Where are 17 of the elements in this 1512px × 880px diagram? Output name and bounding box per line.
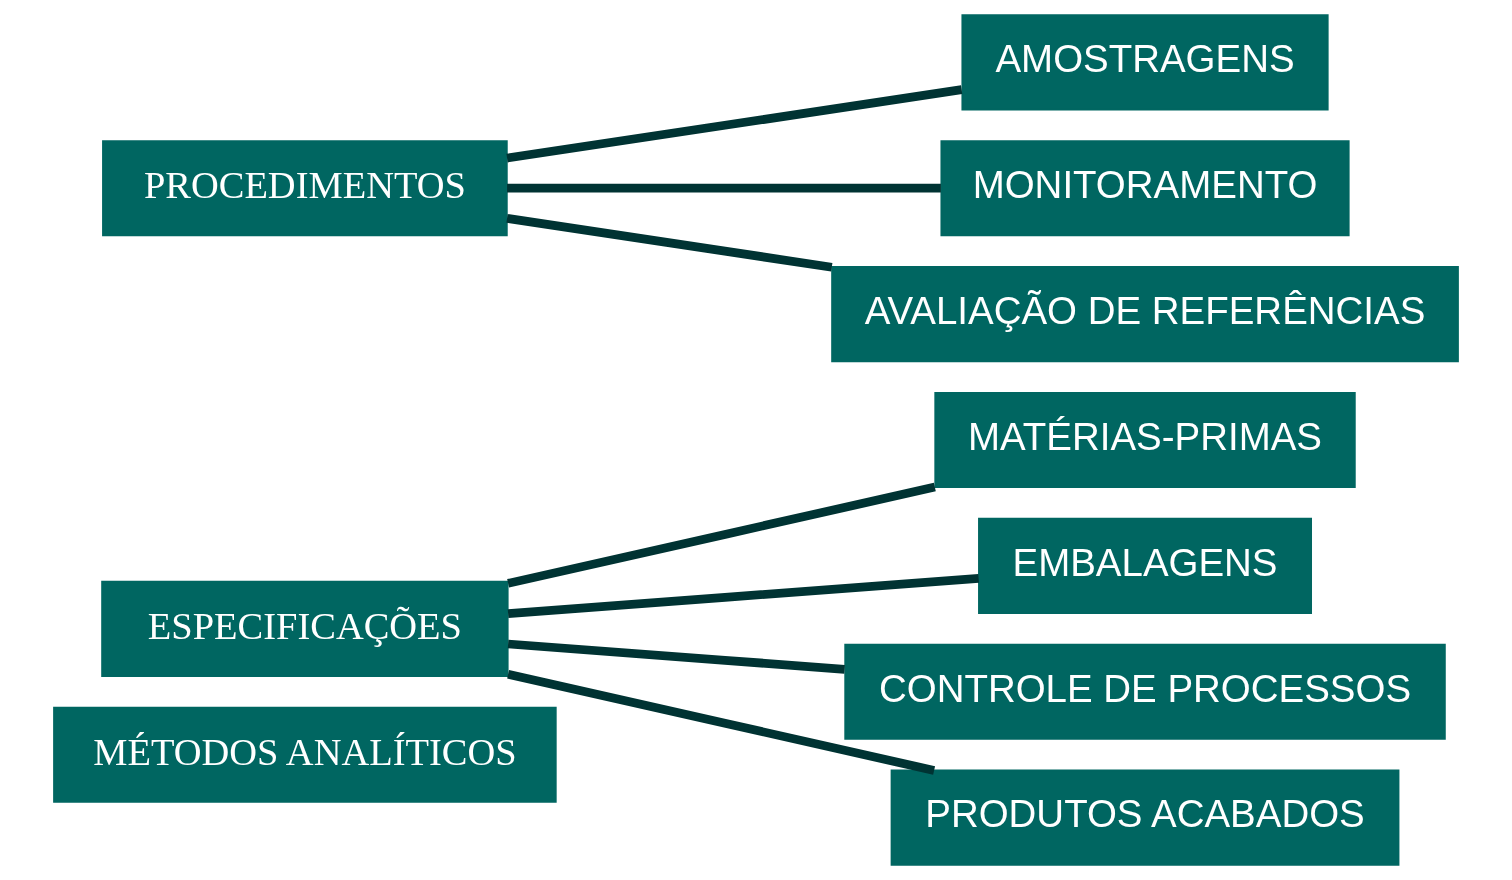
connector — [507, 639, 845, 674]
node-box: AMOSTRAGENS — [961, 14, 1329, 111]
node-box: CONTROLE DE PROCESSOS — [844, 643, 1446, 740]
node-box: MÉTODOS ANALÍTICOS — [53, 706, 557, 803]
connector — [507, 573, 979, 619]
connector — [506, 85, 963, 163]
node-box: EMBALAGENS — [978, 517, 1312, 614]
connector — [506, 214, 833, 272]
node-box: MONITORAMENTO — [940, 140, 1350, 237]
node-box: AVALIAÇÃO DE REFERÊNCIAS — [831, 266, 1459, 363]
connector — [507, 670, 936, 775]
node-box: MATÉRIAS-PRIMAS — [934, 391, 1356, 489]
node-box: PROCEDIMENTOS — [102, 140, 508, 237]
node-box: PRODUTOS ACABADOS — [890, 769, 1400, 866]
node-box: ESPECIFICAÇÕES — [101, 580, 509, 677]
connector — [507, 183, 941, 193]
connector — [507, 482, 936, 588]
